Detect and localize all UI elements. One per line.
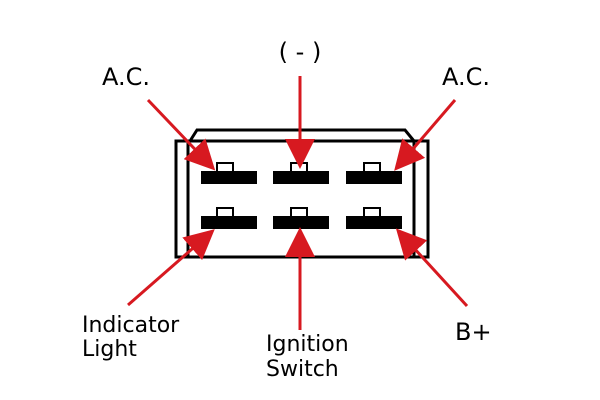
pin-top-left-body bbox=[201, 171, 257, 184]
connector-housing bbox=[174, 128, 430, 259]
pin-bottom-center-tab bbox=[290, 207, 308, 218]
pin-top-center-tab bbox=[290, 162, 308, 173]
label-bottom-center-line2: Switch bbox=[266, 357, 339, 382]
pin-bottom-right-body bbox=[346, 216, 402, 229]
connector-top-bevel bbox=[188, 128, 416, 142]
label-top-center: ( - ) bbox=[279, 38, 322, 66]
pin-bottom-center-body bbox=[273, 216, 329, 229]
pin-top-right bbox=[346, 162, 402, 184]
arrow-top-right bbox=[394, 99, 457, 171]
arrow-bottom-left bbox=[127, 229, 215, 307]
connector-outer-frame bbox=[174, 139, 430, 259]
pin-bottom-left-body bbox=[201, 216, 257, 229]
pin-top-left bbox=[201, 162, 257, 184]
arrow-bottom-right bbox=[395, 228, 469, 308]
label-top-left: A.C. bbox=[102, 63, 150, 91]
pin-bottom-right bbox=[346, 207, 402, 229]
pin-bottom-left-tab bbox=[216, 207, 234, 218]
label-top-right: A.C. bbox=[442, 63, 490, 91]
label-bottom-left-line1: Indicator bbox=[82, 313, 180, 338]
pin-top-center-body bbox=[273, 171, 329, 184]
pin-top-left-tab bbox=[216, 162, 234, 173]
label-bottom-right: B+ bbox=[455, 318, 492, 346]
pin-top-right-body bbox=[346, 171, 402, 184]
arrows bbox=[127, 76, 469, 330]
pin-bottom-center bbox=[273, 207, 329, 229]
pin-top-right-tab bbox=[363, 162, 381, 173]
pin-bottom-right-tab bbox=[363, 207, 381, 218]
label-bottom-left-line2: Light bbox=[82, 337, 137, 362]
pin-bottom-left bbox=[201, 207, 257, 229]
arrow-top-left bbox=[146, 98, 216, 171]
label-bottom-center-line1: Ignition bbox=[266, 332, 349, 357]
